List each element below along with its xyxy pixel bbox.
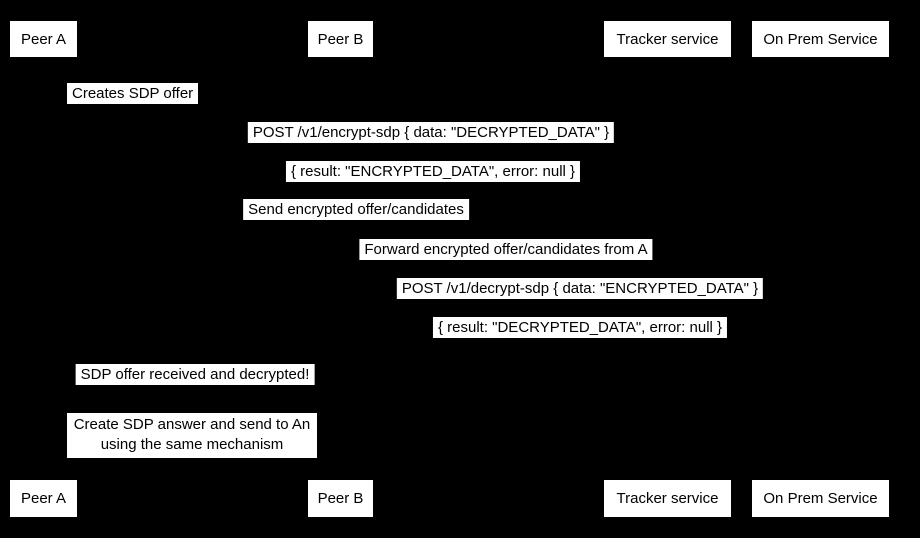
participant-peer-a-top: Peer A xyxy=(10,21,77,57)
message-encrypt-result: { result: "ENCRYPTED_DATA", error: null … xyxy=(285,161,581,182)
note-create-sdp-answer: Create SDP answer and send to An using t… xyxy=(67,413,317,458)
message-post-encrypt-sdp: POST /v1/encrypt-sdp { data: "DECRYPTED_… xyxy=(247,122,615,143)
participant-peer-b-top: Peer B xyxy=(308,21,373,57)
participant-tracker-service-top: Tracker service xyxy=(604,21,731,57)
participant-on-prem-service-bottom: On Prem Service xyxy=(752,480,889,517)
message-decrypt-result: { result: "DECRYPTED_DATA", error: null … xyxy=(432,317,728,338)
participant-on-prem-service-top: On Prem Service xyxy=(752,21,889,57)
message-creates-sdp-offer: Creates SDP offer xyxy=(67,83,199,104)
participant-peer-a-bottom: Peer A xyxy=(10,480,77,517)
message-send-encrypted-offer: Send encrypted offer/candidates xyxy=(243,199,469,220)
participant-peer-b-bottom: Peer B xyxy=(308,480,373,517)
message-forward-encrypted-offer: Forward encrypted offer/candidates from … xyxy=(359,239,653,260)
message-sdp-offer-received: SDP offer received and decrypted! xyxy=(75,364,315,385)
note-line-1: Create SDP answer and send to An xyxy=(73,416,311,433)
participant-tracker-service-bottom: Tracker service xyxy=(604,480,731,517)
note-line-2: using the same mechanism xyxy=(100,436,284,453)
message-post-decrypt-sdp: POST /v1/decrypt-sdp { data: "ENCRYPTED_… xyxy=(396,278,764,299)
